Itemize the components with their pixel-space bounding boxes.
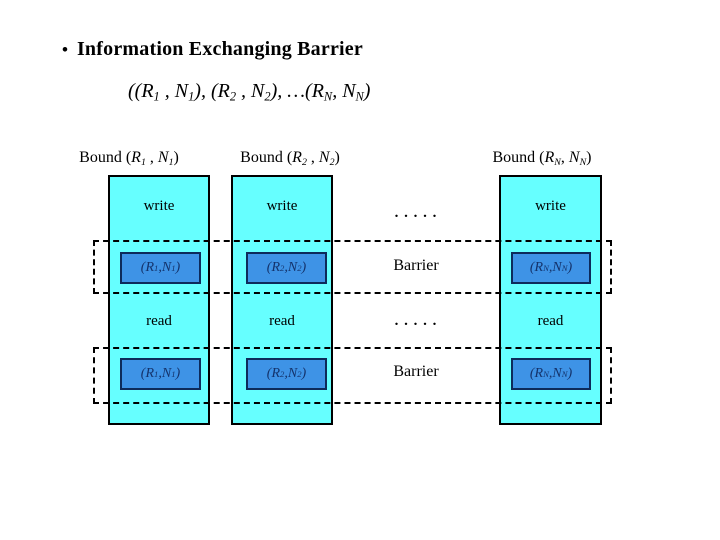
page-title-text: Information Exchanging Barrier — [76, 38, 363, 60]
read-label-1: read — [146, 313, 172, 329]
barrier-label-bottom: Barrier — [393, 363, 439, 380]
ellipsis-top: . . . . . — [394, 205, 438, 221]
barrier-band-bottom — [93, 347, 612, 404]
column-header-1: Bound (R1 , N1) — [79, 149, 179, 168]
column-header-3: Bound (RN, NN) — [492, 149, 592, 168]
write-label-1: write — [143, 198, 175, 214]
read-label-3: read — [537, 313, 564, 329]
write-label-2: write — [266, 198, 298, 214]
page-title: • Information Exchanging Barrier — [62, 38, 363, 61]
read-label-2: read — [269, 313, 295, 329]
column-header-2: Bound (R2 , N2) — [240, 149, 340, 168]
write-label-3: write — [535, 198, 566, 214]
barrier-band-top — [93, 240, 612, 294]
bullet-icon: • — [62, 40, 68, 59]
tuple-list-formula: ((R1 , N1), (R2 , N2), …(RN, NN) — [128, 80, 371, 104]
ellipsis-bottom: . . . . . — [394, 313, 438, 329]
barrier-label-top: Barrier — [393, 257, 439, 274]
